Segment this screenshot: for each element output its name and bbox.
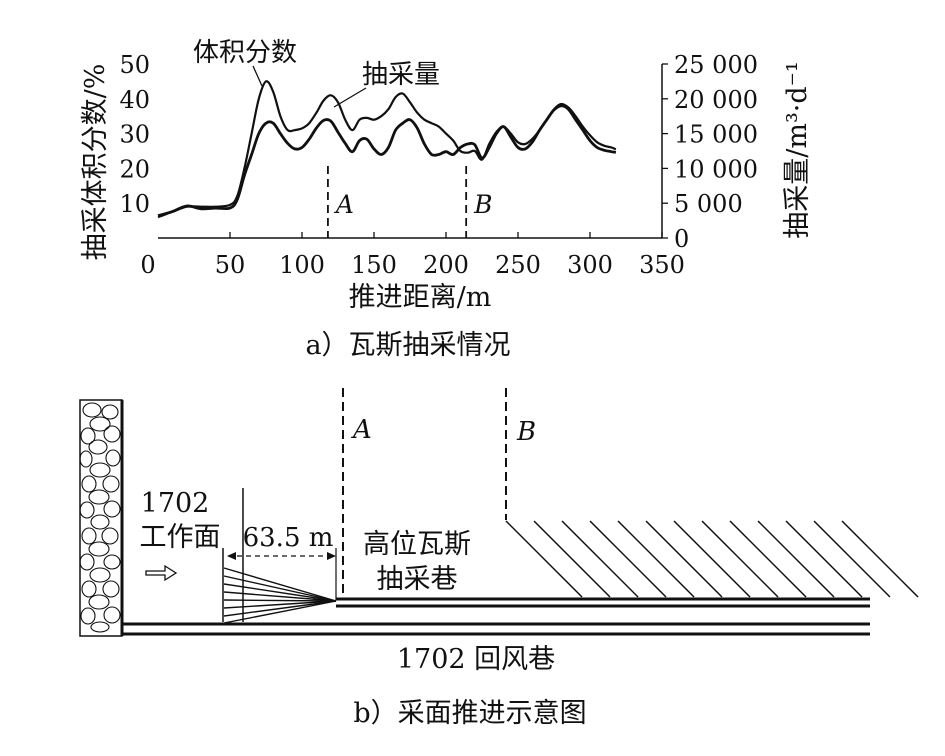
rubble-stone (102, 580, 120, 598)
rubble-stones (79, 402, 121, 633)
hatch-line (841, 520, 919, 598)
rubble-stone (88, 439, 108, 455)
x-ticks: 0 50 100 150 200 250 300 350 (140, 232, 685, 279)
face-name-label: 工作面 (140, 522, 221, 553)
hatch-line (673, 520, 751, 598)
series-label-extraction-volume: 抽采量 (362, 60, 440, 90)
rubble-stone (102, 475, 120, 493)
hatch-line (729, 520, 807, 598)
right-y-tick-label: 25 000 (674, 51, 758, 79)
rubble-stone (103, 425, 121, 443)
x-axis-label: 推进距离/m (349, 282, 492, 313)
left-y-axis-label: 抽采体积分数/% (80, 64, 111, 261)
face-number-label: 1702 (141, 488, 210, 519)
hatch-line (505, 520, 583, 598)
position-a-label: A (351, 415, 372, 445)
right-y-tick-label: 10 000 (674, 155, 758, 183)
rubble-stone (101, 527, 119, 545)
rubble-stone (103, 554, 121, 570)
right-y-axis-label: 抽采量/m³·d⁻¹ (782, 61, 813, 238)
rubble-stone (101, 404, 119, 420)
borehole-line (223, 575, 337, 602)
series-lines (157, 80, 617, 219)
marker-label-a: A (334, 190, 354, 219)
x-tick-label: 350 (639, 251, 685, 279)
rubble-stone (105, 449, 121, 467)
rubble-stone (89, 416, 111, 432)
borehole-line (223, 567, 337, 602)
x-tick-label: 250 (495, 251, 541, 279)
series-line-extraction-volume (157, 104, 617, 218)
rubble-stone (82, 402, 102, 418)
hatch-line (701, 520, 779, 598)
caption-a: a）瓦斯抽采情况 (305, 330, 510, 361)
hatch-line (785, 520, 863, 598)
rubble-stone (79, 450, 93, 468)
rubble-stone (79, 553, 95, 571)
hatch-line (533, 520, 611, 598)
left-y-tick-label: 20 (119, 155, 150, 183)
borehole-line (223, 600, 337, 617)
airway-label: 1702 回风巷 (397, 644, 555, 675)
hatch-line (561, 520, 639, 598)
series-label-leader (333, 87, 367, 108)
rubble-stone (89, 462, 111, 478)
series-label-leader (252, 65, 263, 87)
left-y-tick-label: 40 (119, 86, 150, 114)
rubble-stone (88, 489, 110, 505)
borehole-line (223, 583, 337, 602)
face-advance-diagram: A B 1702 工作面 63.5 m 高位瓦斯 抽采巷 1702 回风巷 b）… (79, 388, 919, 729)
tunnel-label-line1: 高位瓦斯 (363, 529, 471, 560)
caved-zone-hatching (505, 520, 919, 598)
left-y-tick-label: 10 (119, 190, 150, 218)
x-tick-label: 100 (279, 251, 325, 279)
right-y-tick-label: 20 000 (674, 86, 758, 114)
rubble-stone (103, 606, 121, 624)
x-tick-label: 0 (140, 251, 155, 279)
hatch-line (589, 520, 667, 598)
right-y-tick-label: 0 (674, 225, 689, 253)
rubble-stone (90, 514, 110, 530)
left-y-ticks: 10 20 30 40 50 (119, 51, 150, 218)
right-y-ticks: 0 5 000 10 000 15 000 20 000 25 000 (662, 51, 758, 253)
advance-direction-arrow-icon (145, 564, 178, 582)
right-y-tick-label: 5 000 (674, 190, 743, 218)
hatch-line (645, 520, 723, 598)
rubble-stone (103, 500, 121, 518)
rubble-stone (80, 427, 96, 445)
hatch-line (813, 520, 891, 598)
hatch-line (757, 520, 835, 598)
x-tick-label: 50 (215, 251, 246, 279)
gas-extraction-chart: 0 50 100 150 200 250 300 350 10 20 30 40 50 0 5 000 1… (80, 38, 813, 361)
rubble-stone (79, 501, 95, 519)
rubble-stone (81, 580, 97, 598)
x-tick-label: 150 (351, 251, 397, 279)
borehole-line (223, 591, 337, 602)
right-y-tick-label: 15 000 (674, 121, 758, 149)
rubble-stone (88, 594, 110, 610)
rubble-stone (80, 607, 96, 625)
rubble-stone (88, 541, 110, 557)
marker-label-b: B (473, 190, 492, 219)
x-tick-label: 200 (423, 251, 469, 279)
borehole-line (223, 599, 337, 602)
rubble-stone (89, 567, 111, 583)
series-label-volume-fraction: 体积分数 (193, 38, 297, 68)
borehole-line (223, 600, 337, 624)
left-y-tick-label: 30 (119, 121, 150, 149)
rubble-stone (81, 475, 97, 493)
x-tick-label: 300 (567, 251, 613, 279)
distance-label: 63.5 m (243, 523, 334, 553)
drainage-boreholes-fan (223, 567, 337, 624)
tunnel-label-line2: 抽采巷 (377, 564, 458, 595)
hatch-line (617, 520, 695, 598)
rubble-stone (90, 621, 110, 633)
borehole-line (223, 600, 337, 609)
left-y-tick-label: 50 (119, 51, 150, 79)
caption-b: b）采面推进示意图 (353, 698, 586, 729)
position-b-label: B (516, 417, 536, 447)
rubble-stone (81, 527, 97, 545)
